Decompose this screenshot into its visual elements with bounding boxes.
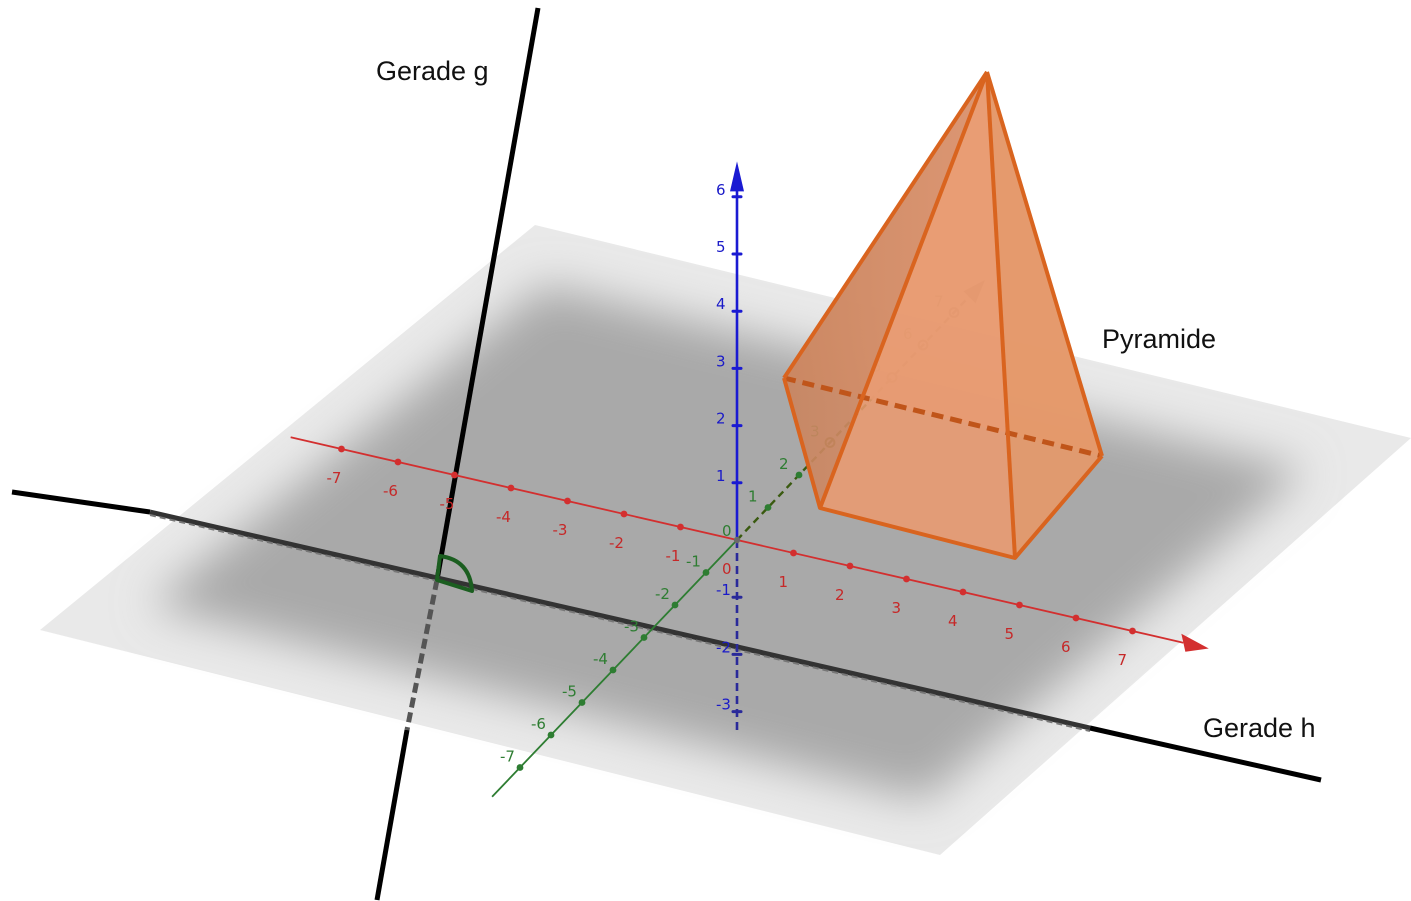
y-tick-mark	[516, 764, 524, 771]
x-tick-mark	[620, 510, 628, 518]
x-tick-label: 0	[722, 560, 732, 578]
z-tick-label: 1	[716, 467, 726, 485]
x-tick-label: -7	[327, 469, 342, 487]
x-tick-label: 5	[1005, 625, 1015, 643]
y-tick-mark	[795, 471, 803, 479]
z-tick-label: -1	[716, 581, 731, 599]
x-tick-mark	[564, 497, 571, 505]
z-tick-label: 3	[716, 352, 726, 370]
x-tick-mark	[394, 458, 402, 466]
y-tick-label: -1	[686, 553, 701, 571]
z-tick-label: 4	[716, 295, 726, 313]
y-tick-mark	[671, 601, 679, 609]
x-tick-mark	[1016, 601, 1023, 609]
y-tick-mark	[547, 731, 555, 739]
x-tick-label: -1	[666, 547, 681, 565]
z-tick-label: 2	[716, 410, 726, 428]
line-h[interactable]	[11, 489, 1322, 783]
x-tick-label: 2	[835, 586, 845, 604]
xy-plane	[40, 225, 1411, 855]
x-tick-label: 4	[948, 612, 958, 630]
x-tick-mark	[790, 549, 797, 557]
z-axis-arrow	[730, 161, 744, 192]
y-tick-mark	[702, 569, 710, 576]
x-tick-label: 1	[779, 573, 789, 591]
y-tick-label: 1	[748, 488, 758, 506]
pyramid[interactable]	[782, 70, 1104, 560]
x-tick-mark	[1129, 627, 1136, 635]
y-tick-label: -5	[562, 683, 577, 701]
x-tick-mark	[959, 588, 967, 596]
x-tick-label: -4	[496, 508, 511, 526]
x-tick-label: 7	[1118, 651, 1128, 669]
z-axis: -3 -2 -1 1 2 3 4 5 6 0	[716, 161, 744, 735]
y-tick-mark	[764, 504, 772, 511]
x-tick-label: -2	[609, 534, 624, 552]
x-tick-label: 3	[892, 599, 902, 617]
label-line-g: Gerade g	[376, 56, 489, 86]
x-tick-mark	[338, 445, 345, 453]
right-angle-mark	[435, 554, 474, 593]
y-tick-label: -6	[531, 715, 546, 733]
x-tick-mark	[1072, 614, 1080, 622]
z-tick-label: -2	[716, 638, 731, 656]
x-tick-label: -6	[383, 482, 398, 500]
x-axis-arrow	[1181, 633, 1209, 652]
y-tick-mark	[640, 634, 648, 641]
x-tick-mark	[451, 471, 458, 479]
z-tick-label: -3	[716, 696, 731, 714]
y-tick-label: -3	[624, 618, 639, 636]
y-tick-label: -2	[655, 585, 670, 603]
origin-point	[733, 536, 741, 544]
x-tick-label: 6	[1061, 638, 1071, 656]
y-tick-mark	[609, 666, 617, 674]
x-tick-label: -5	[440, 495, 455, 513]
x-tick-mark	[903, 575, 910, 583]
label-pyramid: Pyramide	[1102, 324, 1216, 354]
x-tick-label: -3	[553, 521, 568, 539]
x-tick-mark	[677, 523, 684, 531]
y-tick-label: -4	[593, 650, 608, 668]
origin-label: 0	[722, 522, 732, 540]
x-tick-mark	[507, 484, 515, 492]
y-tick-mark	[578, 699, 586, 706]
z-tick-label: 6	[716, 181, 726, 199]
label-line-h: Gerade h	[1203, 713, 1316, 743]
y-tick-label: -7	[500, 748, 515, 766]
y-tick-label: 2	[779, 455, 789, 473]
line-g[interactable]	[374, 7, 541, 901]
z-tick-label: 5	[716, 238, 726, 256]
x-tick-mark	[846, 562, 854, 570]
